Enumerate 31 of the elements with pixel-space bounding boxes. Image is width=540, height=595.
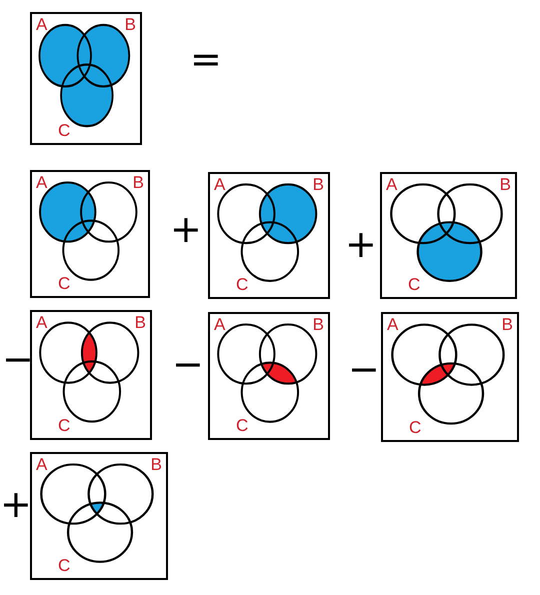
set-label: B — [502, 316, 513, 333]
set-label: B — [500, 176, 511, 193]
set-label: A — [36, 16, 48, 33]
operator-sign: − — [348, 350, 380, 388]
set-label: C — [58, 275, 70, 292]
set-label: A — [36, 314, 48, 331]
set-label: B — [132, 174, 144, 191]
set-label: C — [58, 417, 70, 434]
set-label: B — [124, 16, 136, 33]
set-label: A — [386, 176, 398, 193]
set-label: C — [236, 276, 248, 293]
set-label: B — [134, 314, 146, 331]
set-label: A — [36, 174, 48, 191]
operator-sign: − — [172, 345, 204, 383]
set-label: A — [36, 456, 48, 473]
operator-sign: + — [0, 485, 32, 523]
operator-sign: + — [345, 225, 377, 263]
set-label: A — [387, 316, 398, 333]
operator-sign: = — [190, 40, 222, 78]
set-label: C — [236, 417, 248, 434]
operator-sign: + — [170, 210, 202, 248]
set-label: A — [214, 176, 226, 193]
operator-sign: − — [2, 340, 34, 378]
set-label: B — [150, 456, 162, 473]
set-label: B — [312, 316, 324, 333]
set-label: C — [58, 557, 70, 574]
set-label: C — [58, 122, 70, 139]
set-label: C — [408, 276, 420, 293]
set-label: B — [312, 176, 324, 193]
set-label: C — [409, 419, 422, 436]
set-label: A — [214, 316, 226, 333]
